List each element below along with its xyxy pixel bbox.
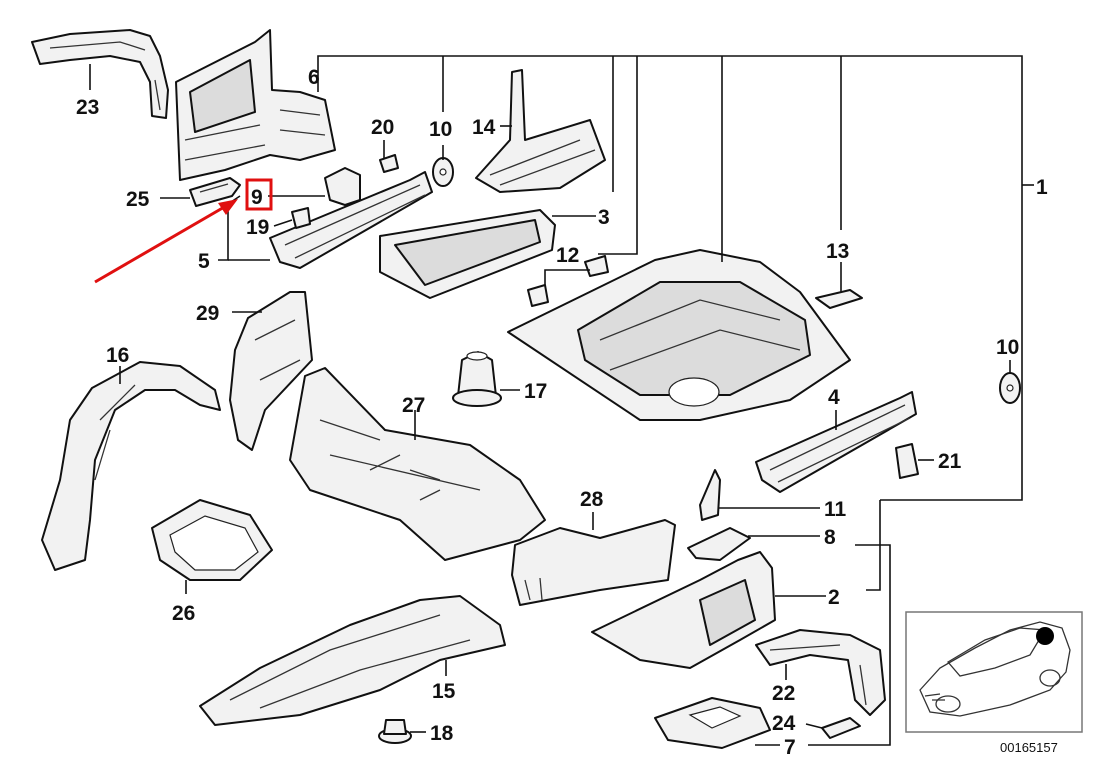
part-6	[175, 29, 336, 181]
callout-20: 20	[371, 116, 394, 139]
pointer-arrow-head	[218, 199, 238, 215]
callout-labels: 1 2 3 4 5 6 7 8 9 10 10 11 12 13 14 15 1…	[76, 66, 1048, 759]
part-7	[654, 697, 771, 749]
part-4	[755, 391, 917, 493]
part-28	[511, 519, 676, 606]
part-10-right	[999, 372, 1021, 404]
leader-lines	[89, 55, 1034, 746]
callout-24: 24	[772, 712, 796, 735]
part-10-top	[432, 157, 454, 187]
location-marker	[1036, 627, 1054, 645]
part-18	[378, 719, 412, 744]
part-2	[591, 551, 776, 669]
callout-5: 5	[198, 250, 210, 273]
part-19	[291, 207, 311, 229]
part-9-bracket	[324, 167, 361, 206]
callout-10-top: 10	[429, 118, 452, 141]
part-22	[755, 629, 886, 716]
pointer-arrow	[94, 204, 227, 284]
callout-18: 18	[430, 722, 454, 745]
callout-9: 9	[251, 186, 263, 209]
callout-17: 17	[524, 380, 547, 403]
part-1	[507, 249, 851, 421]
part-29	[229, 291, 313, 451]
callout-26: 26	[172, 602, 195, 625]
callout-21: 21	[938, 450, 962, 473]
part-23	[31, 29, 169, 119]
highlight-box-9	[245, 178, 273, 211]
part-27	[289, 367, 546, 561]
callout-10-right: 10	[996, 336, 1019, 359]
callout-25: 25	[126, 188, 150, 211]
location-inset	[905, 611, 1083, 733]
part-17	[452, 351, 502, 407]
callout-8: 8	[824, 526, 836, 549]
highlight-annotation	[94, 178, 273, 284]
callout-7: 7	[784, 736, 796, 759]
callout-16: 16	[106, 344, 129, 367]
callout-27: 27	[402, 394, 425, 417]
part-15	[199, 595, 506, 726]
callout-3: 3	[598, 206, 610, 229]
part-14	[475, 69, 606, 193]
callout-11: 11	[824, 498, 847, 521]
part-26	[151, 499, 273, 581]
callout-22: 22	[772, 682, 795, 705]
reference-number: 00165157	[1000, 740, 1058, 755]
part-25	[189, 177, 241, 207]
part-3	[379, 209, 556, 299]
part-21	[895, 443, 919, 479]
callout-19: 19	[246, 216, 269, 239]
part-13	[815, 289, 863, 309]
callout-14: 14	[472, 116, 496, 139]
callout-6: 6	[308, 66, 320, 89]
callout-23: 23	[76, 96, 99, 119]
part-11	[699, 469, 721, 521]
callout-29: 29	[196, 302, 219, 325]
part-8	[687, 527, 751, 561]
callout-28: 28	[580, 488, 604, 511]
part-24	[821, 717, 861, 739]
callout-15: 15	[432, 680, 456, 703]
callout-4: 4	[828, 386, 840, 409]
callout-1: 1	[1036, 176, 1048, 199]
part-5	[269, 171, 433, 269]
car-outline	[919, 621, 1071, 717]
part-12	[527, 255, 609, 307]
callout-2: 2	[828, 586, 840, 609]
part-20	[379, 154, 399, 173]
callout-13: 13	[826, 240, 849, 263]
part-16	[41, 361, 221, 571]
callout-12: 12	[556, 244, 579, 267]
